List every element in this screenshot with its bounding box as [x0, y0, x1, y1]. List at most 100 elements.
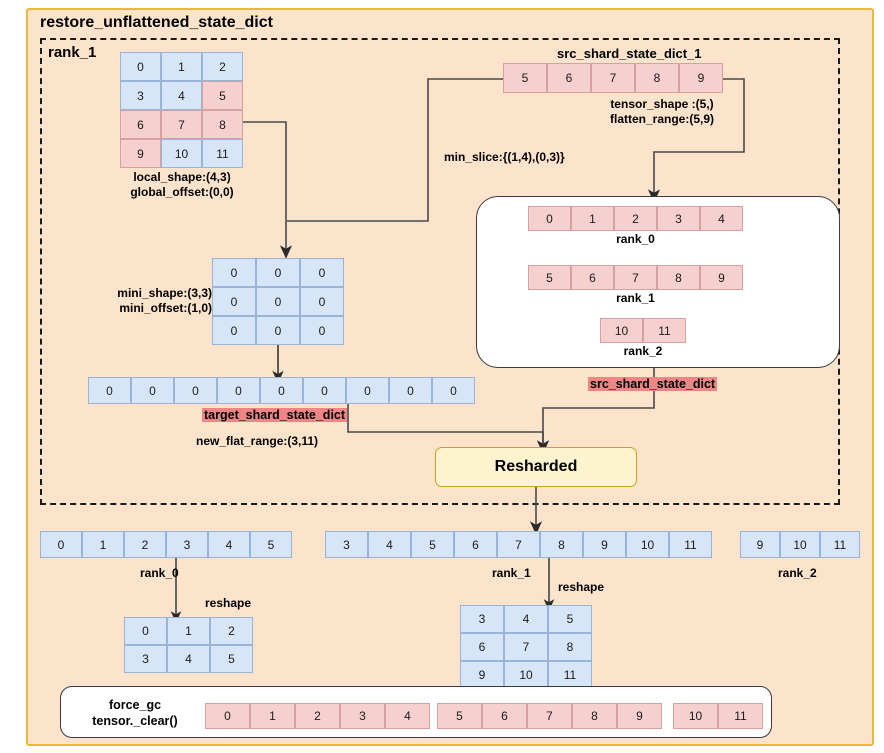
tensor-cell: 7: [161, 110, 202, 139]
tensor-cell: 0: [212, 316, 256, 345]
tensor-cell: 2: [124, 531, 166, 558]
tensor-cell: 3: [120, 81, 161, 110]
tensor-cell: 11: [643, 318, 686, 343]
tensor-cell: 0: [303, 377, 346, 404]
tensor-cell: 7: [527, 703, 572, 729]
tensor-cell: 11: [202, 139, 243, 168]
tensor-cell: 0: [212, 287, 256, 316]
tensor-cell: 10: [161, 139, 202, 168]
tensor-cell: 1: [571, 206, 614, 231]
tensor-cell: 5: [210, 645, 253, 673]
tensor-cell: 0: [217, 377, 260, 404]
tensor-cell: 6: [547, 63, 591, 93]
tensor-cell: 6: [482, 703, 527, 729]
tensor-cell: 0: [528, 206, 571, 231]
tensor-cell: 9: [700, 265, 743, 290]
tensor-cell: 0: [300, 287, 344, 316]
src-shard-state-dict-1-title: src_shard_state_dict_1: [557, 46, 702, 61]
src-rank-label: rank_2: [623, 344, 663, 358]
tensor-cell: 0: [40, 531, 82, 558]
tensor-cell: 0: [120, 52, 161, 81]
tensor-cell: 9: [617, 703, 662, 729]
tensor-cell: 9: [120, 139, 161, 168]
tensor-cell: 0: [389, 377, 432, 404]
tensor-cell: 2: [295, 703, 340, 729]
tensor-cell: 0: [300, 258, 344, 287]
region-label-rank1: rank_1: [48, 44, 97, 61]
tensor-cell: 0: [256, 316, 300, 345]
tensor-cell: 0: [256, 258, 300, 287]
tensor-cell: 9: [583, 531, 626, 558]
output-rank-label: rank_2: [778, 566, 817, 580]
reshape-label: reshape: [205, 596, 252, 610]
src-shard-state-dict-1-caption: tensor_shape :(5,) flatten_range:(5,9): [609, 97, 715, 126]
tensor-cell: 4: [385, 703, 430, 729]
tensor-cell: 5: [548, 605, 592, 633]
tensor-cell: 8: [202, 110, 243, 139]
tensor-cell: 5: [503, 63, 547, 93]
force-gc-label: force_gc tensor._clear(): [92, 698, 178, 728]
tensor-cell: 5: [202, 81, 243, 110]
tensor-cell: 6: [120, 110, 161, 139]
tensor-cell: 2: [210, 617, 253, 645]
tensor-cell: 9: [460, 661, 504, 689]
page-title: restore_unflattened_state_dict: [40, 14, 273, 31]
tensor-cell: 8: [540, 531, 583, 558]
tensor-cell: 2: [614, 206, 657, 231]
tensor-cell: 6: [460, 633, 504, 661]
tensor-cell: 10: [780, 531, 820, 558]
src-rank-label: rank_0: [616, 232, 655, 246]
src-shard-state-dict-badge: src_shard_state_dict: [588, 377, 718, 391]
tensor-cell: 8: [657, 265, 700, 290]
tensor-cell: 0: [432, 377, 475, 404]
tensor-cell: 0: [88, 377, 131, 404]
tensor-cell: 0: [300, 316, 344, 345]
local-tensor-caption: local_shape:(4,3) global_offset:(0,0): [130, 170, 234, 199]
reshape-label: reshape: [558, 580, 605, 594]
tensor-cell: 5: [411, 531, 454, 558]
tensor-cell: 1: [167, 617, 210, 645]
tensor-cell: 0: [212, 258, 256, 287]
tensor-cell: 7: [591, 63, 635, 93]
tensor-cell: 7: [504, 633, 548, 661]
tensor-cell: 10: [600, 318, 643, 343]
tensor-cell: 3: [166, 531, 208, 558]
tensor-cell: 5: [437, 703, 482, 729]
new-flat-range-label: new_flat_range:(3,11): [196, 434, 319, 448]
tensor-cell: 0: [124, 617, 167, 645]
tensor-cell: 8: [548, 633, 592, 661]
tensor-cell: 11: [718, 703, 763, 729]
min-slice-label: min_slice:{(1,4),(0,3)}: [444, 150, 565, 164]
mini-tensor-caption: mini_shape:(3,3) mini_offset:(1,0): [117, 286, 212, 315]
tensor-cell: 0: [346, 377, 389, 404]
tensor-cell: 4: [161, 81, 202, 110]
tensor-cell: 4: [368, 531, 411, 558]
tensor-cell: 0: [131, 377, 174, 404]
tensor-cell: 10: [504, 661, 548, 689]
tensor-cell: 7: [497, 531, 540, 558]
tensor-cell: 3: [460, 605, 504, 633]
output-rank-label: rank_1: [492, 566, 531, 580]
src-rank-label: rank_1: [616, 291, 655, 305]
tensor-cell: 5: [250, 531, 292, 558]
